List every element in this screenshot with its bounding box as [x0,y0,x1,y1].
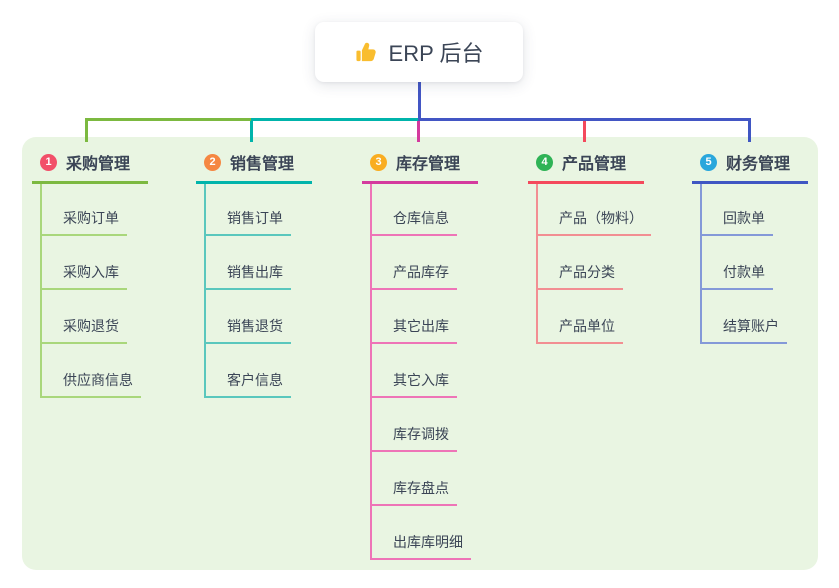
child-node-label: 库存调拨 [393,426,449,442]
branch-number-badge: 1 [40,153,57,171]
branch-column: 5 财务管理 回款单 付款单 结算账户 [692,147,808,344]
child-node[interactable]: 仓库信息 [372,184,457,236]
branch-number-badge: 4 [536,153,553,171]
child-node-label: 采购入库 [63,264,119,280]
child-node[interactable]: 其它入库 [372,344,457,398]
branch-number-badge: 5 [700,153,717,171]
child-node[interactable]: 其它出库 [372,290,457,344]
branch-column: 4 产品管理 产品（物料） 产品分类 产品单位 [528,147,651,344]
branch-children: 产品（物料） 产品分类 产品单位 [536,184,651,344]
child-node-label: 客户信息 [227,372,283,388]
branch-drop-line [417,118,420,142]
root-connector-line [418,82,421,120]
branch-drop-line [583,118,586,142]
child-node[interactable]: 客户信息 [206,344,291,398]
child-node-label: 销售订单 [227,210,283,226]
child-node[interactable]: 供应商信息 [42,344,141,398]
root-node[interactable]: ERP 后台 [315,22,523,82]
branch-drop-line [85,118,88,142]
branches-panel [22,137,818,570]
child-node[interactable]: 产品单位 [538,290,623,344]
child-node[interactable]: 采购订单 [42,184,127,236]
child-node[interactable]: 产品库存 [372,236,457,290]
child-node-label: 出库库明细 [393,534,463,550]
root-label: ERP 后台 [388,41,484,66]
branch-header[interactable]: 3 库存管理 [362,147,478,184]
child-node[interactable]: 采购退货 [42,290,127,344]
child-node-label: 供应商信息 [63,372,133,388]
child-node-label: 产品分类 [559,264,615,280]
branch-label: 财务管理 [726,156,791,173]
child-node[interactable]: 产品分类 [538,236,623,290]
child-node-label: 产品（物料） [559,210,643,226]
child-node[interactable]: 销售订单 [206,184,291,236]
child-node[interactable]: 库存调拨 [372,398,457,452]
branch-column: 2 销售管理 销售订单 销售出库 销售退货 客户信息 [196,147,312,398]
child-node[interactable]: 结算账户 [702,290,787,344]
branch-header[interactable]: 5 财务管理 [692,147,808,184]
branch-column: 3 库存管理 仓库信息 产品库存 其它出库 其它入库 库存调拨 库存盘点 出库库… [362,147,478,560]
branch-bus-line [251,118,418,121]
thumbs-up-icon [355,42,376,61]
child-node[interactable]: 销售出库 [206,236,291,290]
child-node-label: 销售出库 [227,264,283,280]
child-node[interactable]: 销售退货 [206,290,291,344]
child-node-label: 销售退货 [227,318,283,334]
branch-label: 库存管理 [396,156,461,173]
child-node[interactable]: 回款单 [702,184,773,236]
branch-header[interactable]: 1 采购管理 [32,147,148,184]
child-node-label: 采购退货 [63,318,119,334]
branch-bus-line [418,118,751,121]
child-node[interactable]: 产品（物料） [538,184,651,236]
child-node-label: 仓库信息 [393,210,449,226]
branch-label: 产品管理 [562,156,627,173]
branch-number-badge: 2 [204,153,221,171]
branch-label: 采购管理 [66,156,131,173]
child-node-label: 采购订单 [63,210,119,226]
child-node-label: 其它入库 [393,372,449,388]
branch-bus-line [85,118,251,121]
branch-children: 回款单 付款单 结算账户 [700,184,787,344]
branch-header[interactable]: 4 产品管理 [528,147,644,184]
child-node-label: 结算账户 [723,318,779,334]
branch-column: 1 采购管理 采购订单 采购入库 采购退货 供应商信息 [32,147,148,398]
child-node-label: 其它出库 [393,318,449,334]
branch-label: 销售管理 [230,156,295,173]
branch-header[interactable]: 2 销售管理 [196,147,312,184]
child-node-label: 付款单 [723,264,765,280]
child-node[interactable]: 出库库明细 [372,506,471,560]
child-node-label: 产品单位 [559,318,615,334]
branch-drop-line [250,118,253,142]
child-node-label: 库存盘点 [393,480,449,496]
branch-children: 采购订单 采购入库 采购退货 供应商信息 [40,184,141,398]
branch-children: 销售订单 销售出库 销售退货 客户信息 [204,184,291,398]
child-node-label: 回款单 [723,210,765,226]
branch-children: 仓库信息 产品库存 其它出库 其它入库 库存调拨 库存盘点 出库库明细 [370,184,471,560]
child-node[interactable]: 采购入库 [42,236,127,290]
child-node[interactable]: 库存盘点 [372,452,457,506]
child-node[interactable]: 付款单 [702,236,773,290]
branch-number-badge: 3 [370,153,387,171]
branch-drop-line [748,118,751,142]
child-node-label: 产品库存 [393,264,449,280]
